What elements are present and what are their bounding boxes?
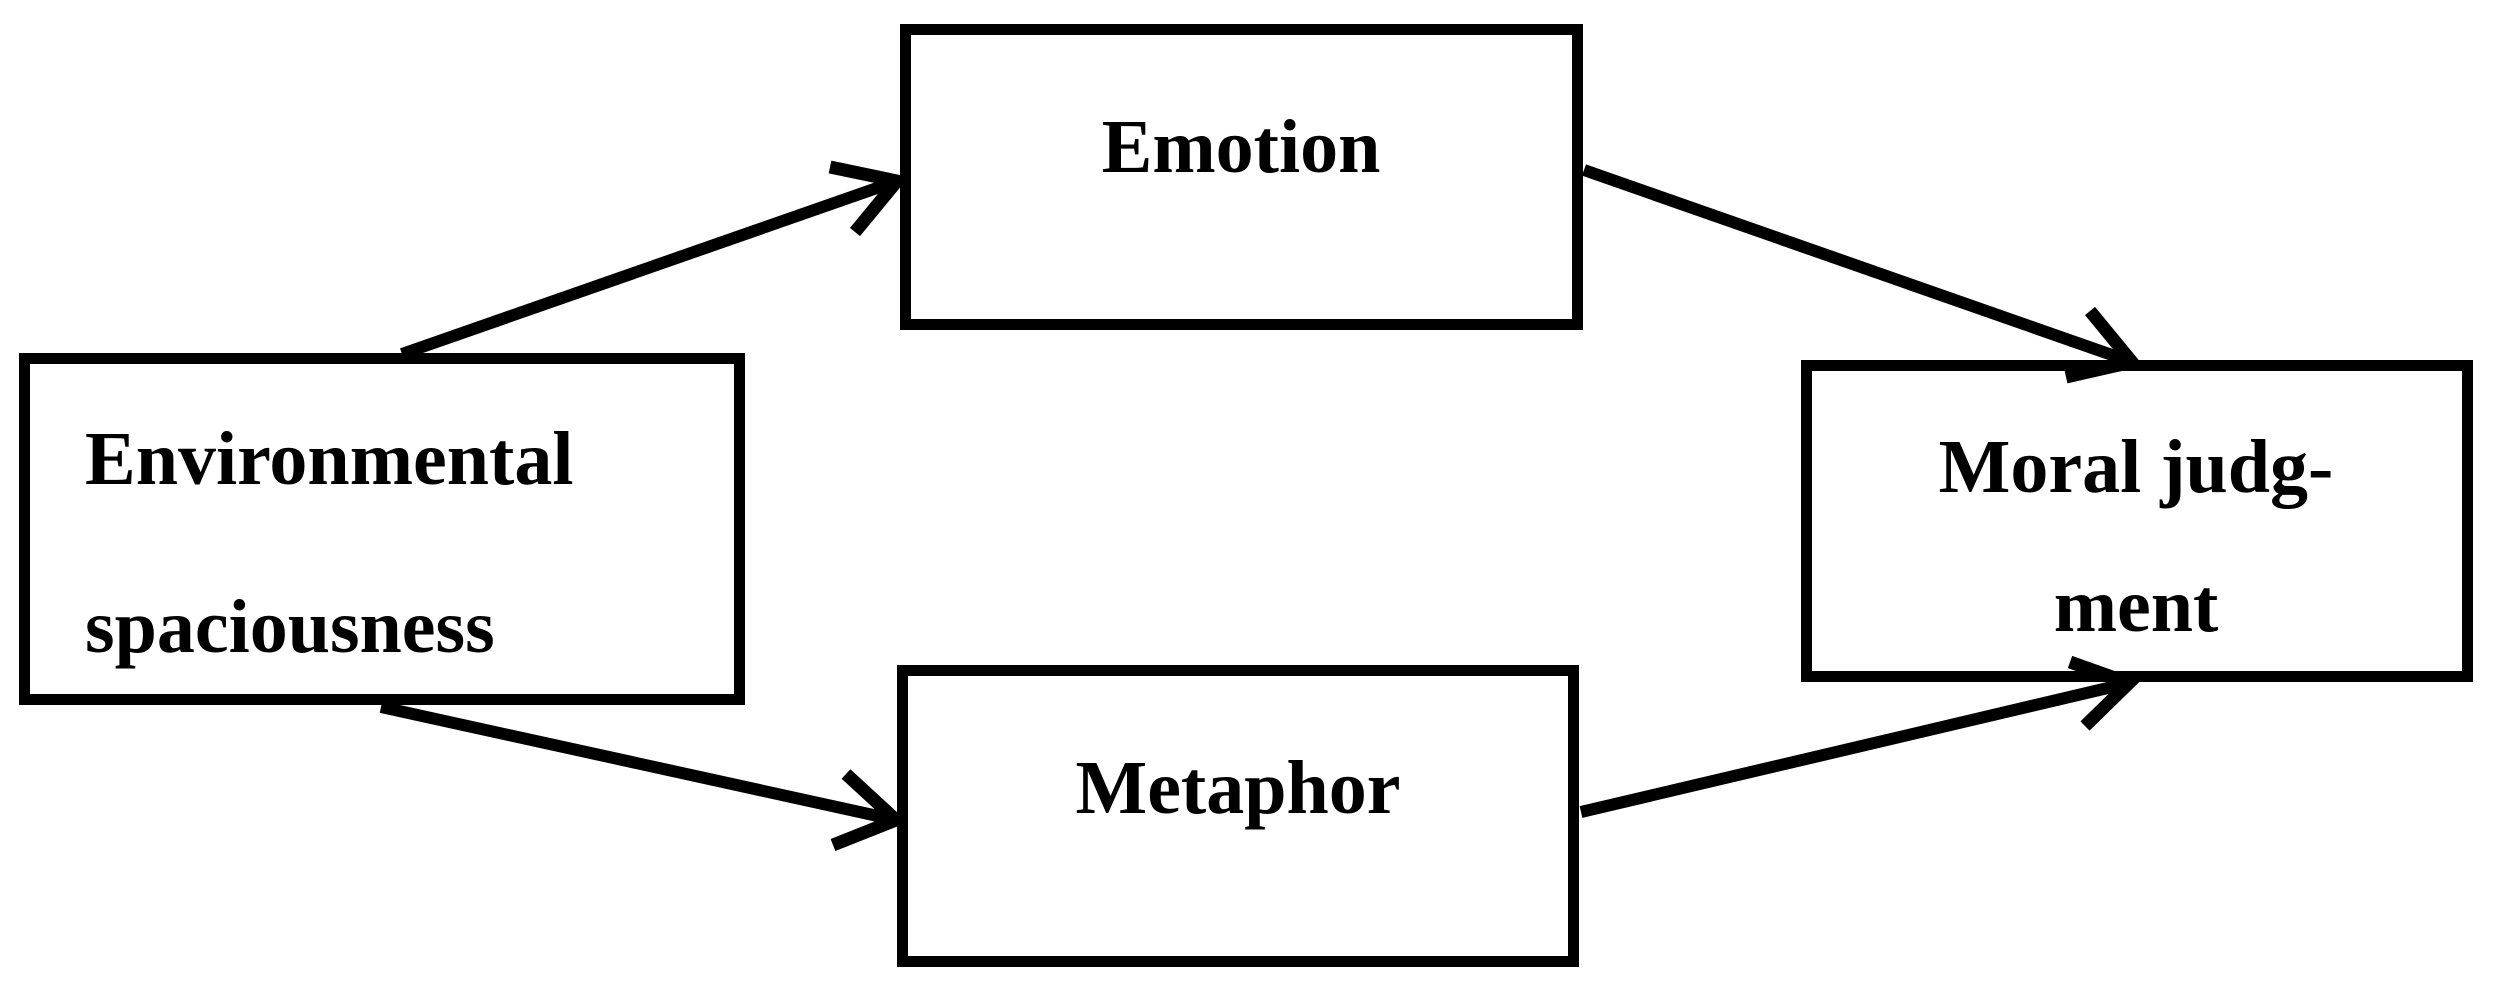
arrowhead-icon (2067, 655, 2141, 731)
node-moral-judgment: Moral judg- ment (1801, 360, 2473, 682)
moral-judgment-label-line2: ment (2054, 564, 2219, 648)
arrow-shaft (379, 701, 898, 826)
moral-judgment-label-line1: Moral judg- (1939, 425, 2334, 509)
emotion-label: Emotion (1102, 105, 1381, 189)
node-metaphor: Metaphor (897, 665, 1579, 967)
arrow-environmental-spaciousness-to-metaphor (379, 701, 909, 852)
environmental-spaciousness-label-line2: spaciousness (85, 585, 495, 669)
arrowhead-icon (828, 160, 909, 237)
arrow-shaft (1582, 164, 2134, 368)
node-environmental-spaciousness: Environmental spaciousness (19, 353, 745, 705)
arrow-environmental-spaciousness-to-emotion (400, 160, 909, 360)
arrow-shaft (1579, 677, 2131, 818)
moral-judgment-box (1801, 360, 2473, 682)
node-emotion: Emotion (900, 24, 1583, 330)
arrow-emotion-to-moral-judgment (1582, 164, 2144, 384)
arrowhead-icon (2064, 306, 2144, 384)
arrow-metaphor-to-moral-judgment (1579, 655, 2141, 818)
environmental-spaciousness-box (19, 353, 745, 705)
environmental-spaciousness-label-line1: Environmental (85, 417, 573, 501)
arrowhead-icon (830, 769, 909, 852)
arrow-shaft (400, 175, 899, 360)
emotion-box (900, 24, 1583, 330)
metaphor-label: Metaphor (1075, 746, 1400, 830)
metaphor-box (897, 665, 1579, 967)
